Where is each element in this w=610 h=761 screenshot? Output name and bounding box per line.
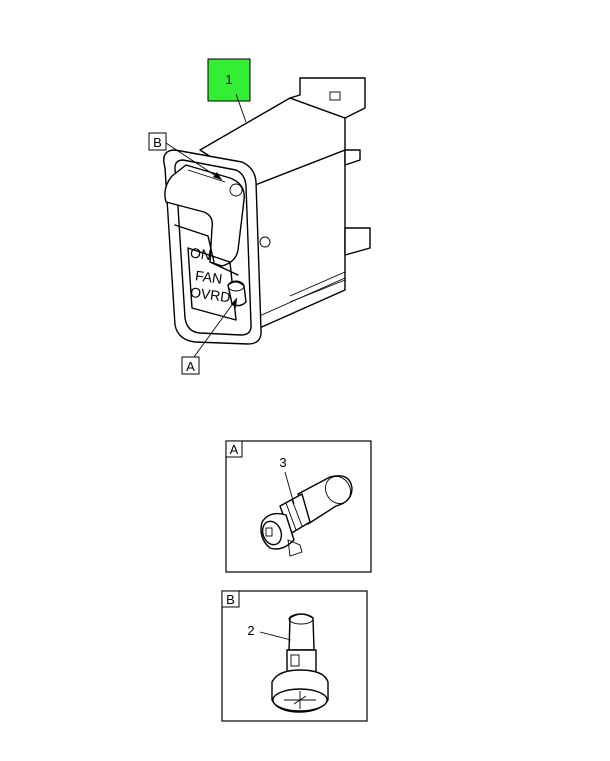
callout-item-1[interactable]: 1	[207, 58, 251, 123]
callout-2-label[interactable]: 2	[247, 623, 254, 638]
light-pipe-part-3	[260, 475, 353, 557]
light-pipe-part-2	[271, 613, 329, 713]
legend-on: ON	[189, 244, 212, 263]
detail-b-title: B	[226, 592, 235, 607]
detail-ref-a-main-label: A	[186, 359, 195, 374]
detail-ref-b-main-label: B	[153, 135, 162, 150]
legend-ovrd: OVRD	[189, 284, 231, 305]
detail-a-panel: A 3	[225, 440, 372, 573]
callout-1-highlight	[207, 58, 251, 102]
detail-ref-b-main[interactable]: B	[148, 132, 223, 181]
callout-1-label: 1	[225, 72, 232, 87]
detail-b-panel: B 2	[221, 590, 368, 722]
detail-a-title: A	[230, 442, 239, 457]
rocker-switch-assembly: ON FAN OVRD	[163, 77, 371, 345]
callout-3-label[interactable]: 3	[279, 455, 286, 470]
detail-ref-a-main[interactable]: A	[181, 297, 238, 375]
legend-fan: FAN	[194, 267, 223, 287]
